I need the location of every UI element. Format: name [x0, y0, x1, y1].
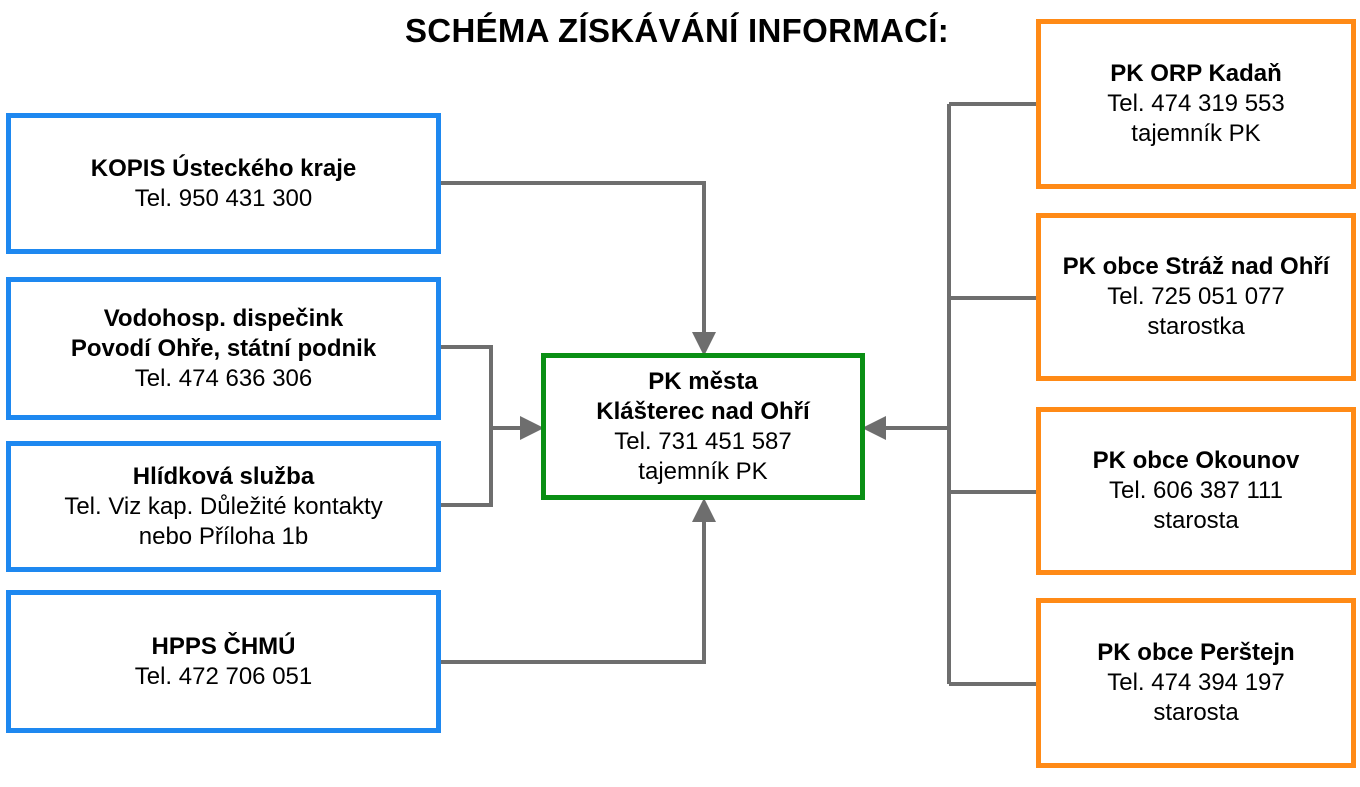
box-phone: Tel. 474 319 553 — [1107, 90, 1285, 117]
box-phone: Tel. 725 051 077 — [1107, 283, 1285, 310]
box-okounov: PK obce Okounov Tel. 606 387 111 starost… — [1036, 407, 1356, 575]
box-hlidkova: Hlídková služba Tel. Viz kap. Důležité k… — [6, 441, 441, 572]
box-phone: Tel. 606 387 111 — [1109, 477, 1283, 504]
box-name: PK obce Perštejn — [1097, 639, 1295, 666]
box-name: PK ORP Kadaň — [1110, 60, 1282, 87]
connector-kopis — [440, 181, 716, 356]
box-center: PK města Klášterec nad Ohří Tel. 731 451… — [541, 353, 865, 500]
connector-hpps — [440, 498, 716, 664]
box-phone: Tel. 731 451 587 — [614, 427, 792, 455]
connector-vodohosp — [440, 345, 493, 507]
box-role: tajemník PK — [1131, 120, 1261, 147]
diagram-title: SCHÉMA ZÍSKÁVÁNÍ INFORMACÍ: — [405, 12, 950, 49]
box-role: starostka — [1147, 313, 1245, 340]
box-name: Vodohosp. dispečink Povodí Ohře, státní … — [70, 304, 377, 362]
box-phone: Tel. 472 706 051 — [134, 662, 313, 690]
box-role: tajemník PK — [638, 457, 768, 485]
box-straz: PK obce Stráž nad Ohří Tel. 725 051 077 … — [1036, 213, 1356, 381]
box-kadan: PK ORP Kadaň Tel. 474 319 553 tajemník P… — [1036, 19, 1356, 189]
box-hpps: HPPS ČHMÚ Tel. 472 706 051 — [6, 590, 441, 733]
box-name: HPPS ČHMÚ — [151, 632, 296, 660]
box-perstejn: PK obce Perštejn Tel. 474 394 197 staros… — [1036, 598, 1356, 768]
box-name: PK města Klášterec nad Ohří — [596, 367, 810, 425]
box-kopis: KOPIS Ústeckého kraje Tel. 950 431 300 — [6, 113, 441, 254]
box-name: Hlídková služba — [132, 462, 315, 490]
box-name: PK obce Stráž nad Ohří — [1062, 253, 1330, 280]
box-name: KOPIS Ústeckého kraje — [90, 154, 357, 182]
box-phone: Tel. Viz kap. Důležité kontakty — [64, 492, 383, 520]
box-phone: Tel. 474 394 197 — [1107, 669, 1285, 696]
box-role: starosta — [1153, 699, 1239, 726]
box-role: starosta — [1153, 507, 1239, 534]
box-phone: Tel. 950 431 300 — [134, 184, 313, 212]
box-vodohosp: Vodohosp. dispečink Povodí Ohře, státní … — [6, 277, 441, 420]
box-note: nebo Příloha 1b — [138, 522, 309, 550]
box-name: PK obce Okounov — [1092, 447, 1300, 474]
box-phone: Tel. 474 636 306 — [134, 364, 313, 392]
